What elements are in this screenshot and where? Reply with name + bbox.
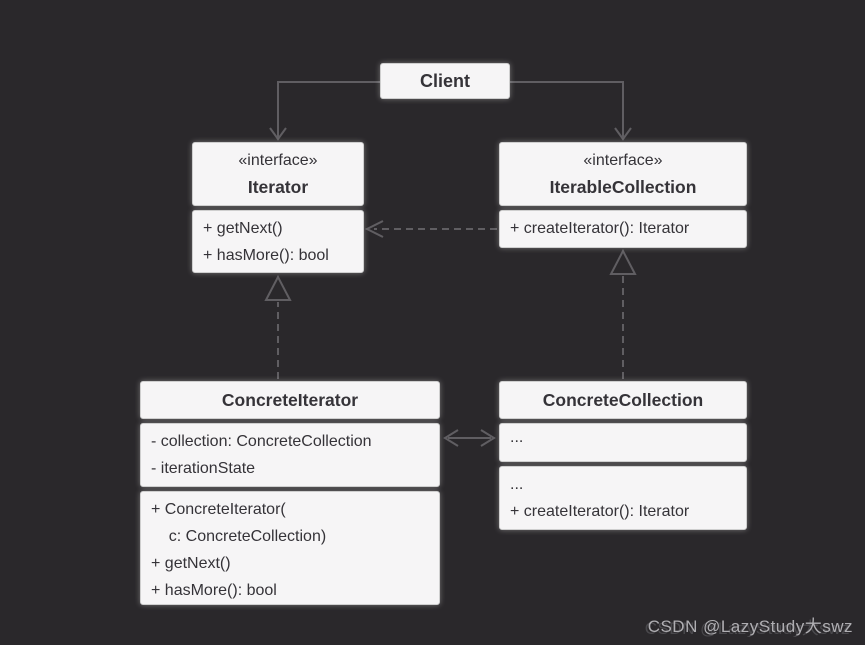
arrowhead-left-dependency [364, 220, 384, 238]
iterator-method: + getNext() [203, 220, 283, 237]
csdn-watermark: CSDN @LazyStudy大swz [647, 617, 853, 636]
class-concreteiterator-fields: - collection: ConcreteCollection - itera… [140, 423, 440, 487]
class-concreteiterator-title: ConcreteIterator [140, 381, 440, 419]
arrowhead-left-bidirectional [443, 429, 459, 447]
interface-iterablecollection-header: «interface» IterableCollection [499, 142, 747, 206]
class-concretecollection-title: ConcreteCollection [499, 381, 747, 419]
concreteiterator-method: + getNext() [151, 555, 231, 572]
concreteiterator-name: ConcreteIterator [221, 389, 359, 410]
iterablecollection-name: IterableCollection [549, 176, 697, 197]
iterablecollection-stereotype: «interface» [583, 151, 663, 169]
arrowhead-down-iterablecollection [614, 127, 632, 141]
concretecollection-name: ConcreteCollection [542, 389, 704, 410]
class-concretecollection-methods: ... + createIterator(): Iterator [499, 466, 747, 530]
association-client-to-iterablecollection [510, 81, 624, 137]
iterator-name: Iterator [247, 176, 309, 197]
arrowhead-right-bidirectional [480, 429, 496, 447]
concreteiterator-method: c: ConcreteCollection) [151, 528, 327, 545]
iterator-method: + hasMore(): bool [203, 247, 329, 264]
concreteiterator-field: - collection: ConcreteCollection [151, 433, 372, 450]
concreteiterator-field: - iterationState [151, 460, 256, 477]
hollow-triangle-iterablecollection [609, 248, 637, 275]
concreteiterator-method: + hasMore(): bool [151, 582, 277, 599]
concretecollection-method: ... [510, 476, 524, 493]
hollow-triangle-iterator [264, 274, 292, 301]
interface-iterator-header: «interface» Iterator [192, 142, 364, 206]
concretecollection-method: + createIterator(): Iterator [510, 503, 690, 520]
class-concretecollection-fields: ... [499, 423, 747, 462]
interface-iterablecollection-methods: + createIterator(): Iterator [499, 210, 747, 248]
concreteiterator-method: + ConcreteIterator( [151, 501, 286, 518]
interface-iterator-methods: + getNext() + hasMore(): bool [192, 210, 364, 273]
association-client-to-iterator [277, 81, 380, 137]
concretecollection-field: ... [510, 429, 524, 446]
class-client: Client [380, 63, 510, 99]
iterator-stereotype: «interface» [238, 151, 318, 169]
iterablecollection-method: + createIterator(): Iterator [510, 220, 690, 237]
class-concreteiterator-methods: + ConcreteIterator( c: ConcreteCollectio… [140, 491, 440, 605]
arrowhead-down-iterator [269, 127, 287, 141]
class-client-label: Client [419, 70, 470, 91]
